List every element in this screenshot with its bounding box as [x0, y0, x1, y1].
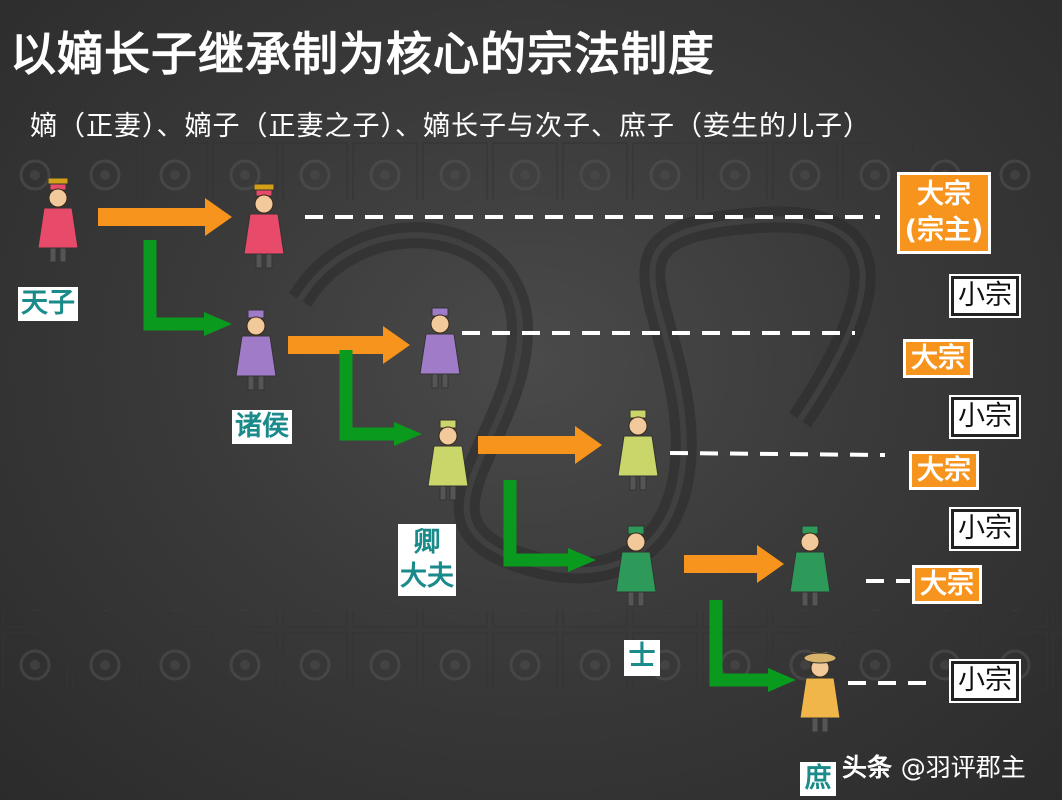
label-shi: 士	[624, 640, 660, 676]
green-arrows	[143, 240, 770, 687]
green-arrow-1	[143, 240, 206, 331]
page-title: 以嫡长子继承制为核心的宗法制度	[10, 27, 715, 81]
xiaozong-box-4: 小宗	[949, 659, 1021, 703]
orange-arrow-4	[684, 545, 784, 583]
scholar-figure-2	[789, 525, 831, 607]
label-tianzi: 天子	[18, 287, 78, 321]
minister-figure-2	[617, 409, 659, 491]
dazong-box-4: 大宗	[912, 565, 982, 604]
minister-figure-1	[427, 419, 469, 501]
green-arrow-4	[709, 600, 770, 687]
scholar-figure-1	[615, 525, 657, 607]
green-arrowhead-2	[394, 422, 422, 446]
noble-figure-2	[419, 307, 461, 389]
green-arrowheads	[204, 312, 796, 692]
dash-line-3	[669, 451, 886, 457]
watermark-handle: @羽评郡主	[900, 753, 1026, 782]
commoner-figure	[799, 651, 841, 733]
label-qing-dafu: 卿 大夫	[398, 524, 456, 596]
label-qing: 卿	[413, 527, 441, 558]
watermark: 头条 @羽评郡主	[842, 748, 1026, 784]
noble-figure-1	[235, 309, 277, 391]
orange-arrow-1	[98, 198, 232, 236]
xiaozong-box-1: 小宗	[949, 274, 1021, 318]
emperor-figure-2	[243, 183, 285, 269]
emperor-figure-1	[37, 177, 79, 263]
green-arrow-3	[503, 480, 570, 567]
dazong-box-3: 大宗	[909, 451, 979, 490]
dazong-label-1: 大宗	[917, 179, 971, 210]
label-zhuhou: 诸侯	[232, 410, 292, 444]
green-arrowhead-4	[768, 668, 796, 692]
green-arrowhead-1	[204, 312, 232, 336]
watermark-brand: 头条	[842, 753, 893, 782]
label-shu: 庶	[800, 762, 836, 796]
orange-arrow-3	[478, 426, 602, 464]
dazong-box-2: 大宗	[903, 339, 973, 378]
subtitle: 嫡（正妻）、嫡子（正妻之子）、嫡长子与次子、庶子（妾生的儿子）	[30, 111, 871, 142]
dazong-zongzhu-box: 大宗 (宗主)	[897, 172, 991, 254]
orange-arrow-2	[288, 326, 410, 364]
xiaozong-box-3: 小宗	[949, 507, 1021, 551]
dashed-lines	[305, 215, 930, 685]
green-arrow-2	[339, 350, 396, 441]
green-arrowhead-3	[568, 548, 596, 572]
label-dafu: 大夫	[400, 561, 454, 592]
xiaozong-box-2: 小宗	[949, 395, 1021, 439]
dazong-zongzhu-label: (宗主)	[904, 215, 984, 246]
orange-arrows	[98, 198, 784, 583]
